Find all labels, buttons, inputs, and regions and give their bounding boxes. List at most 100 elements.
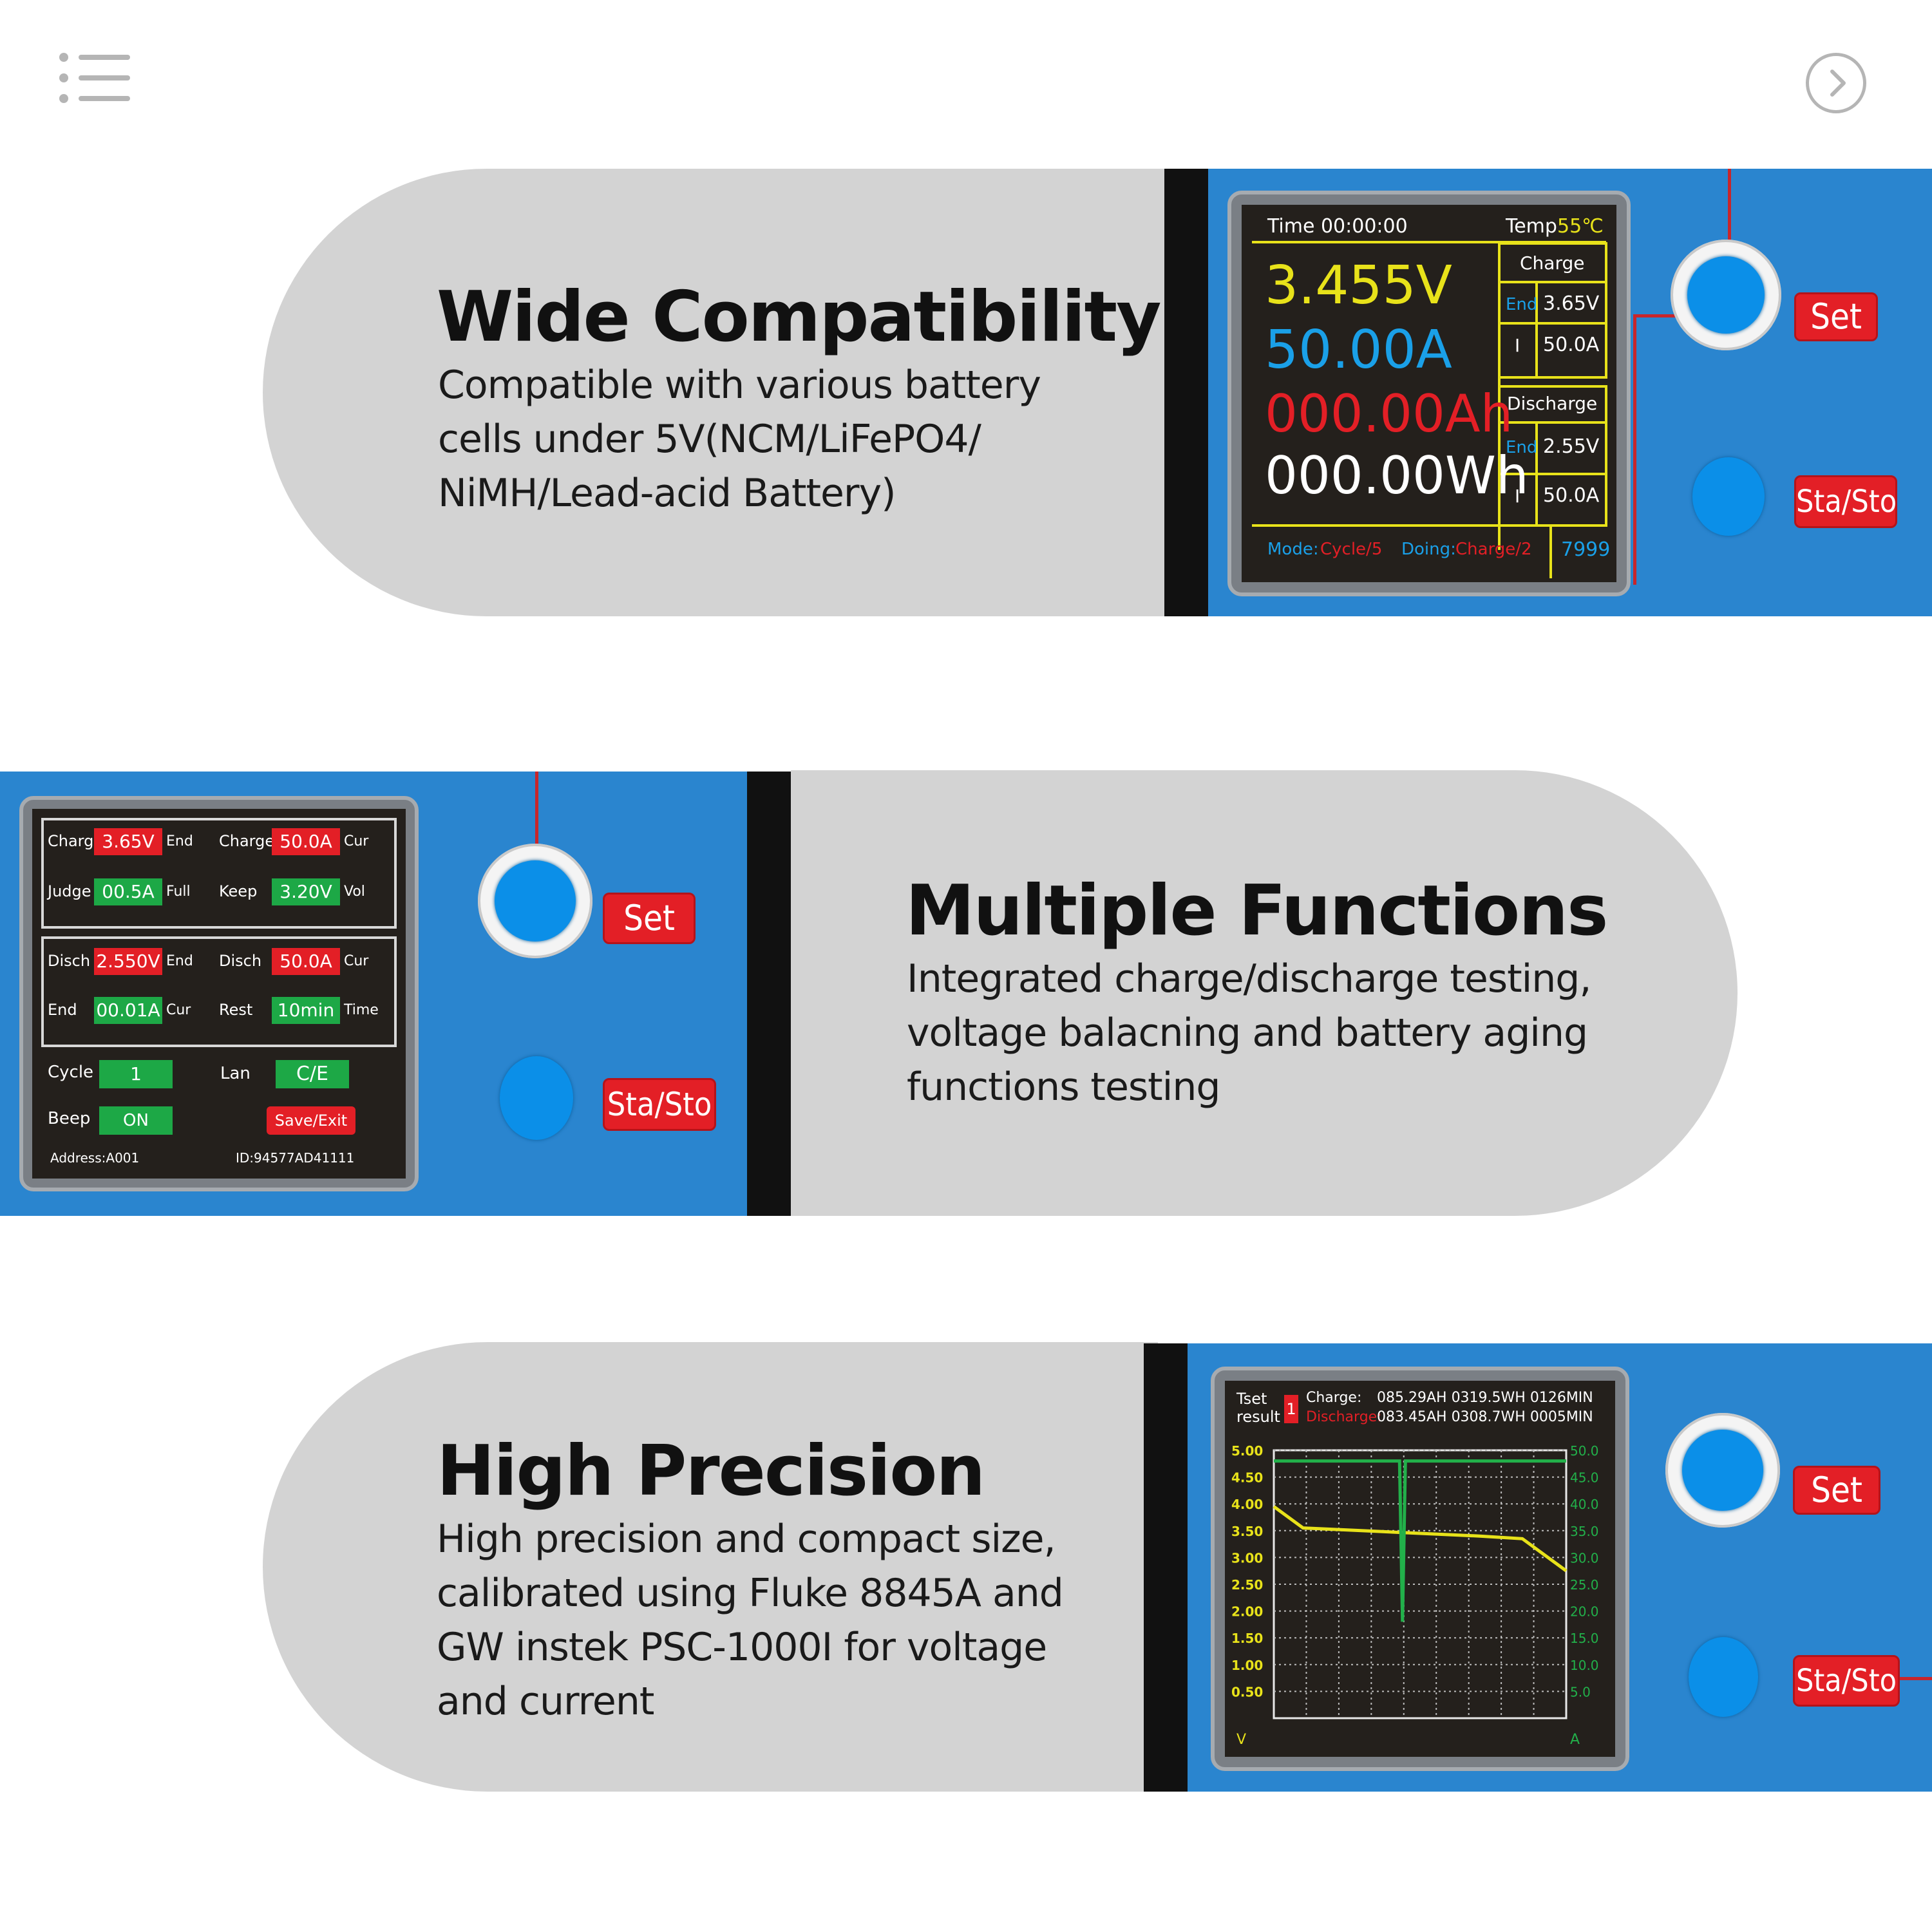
setting-unit: Cur [344, 953, 369, 969]
feature-card-2 [791, 770, 1738, 1216]
feature-description-line: Compatible with various battery [438, 363, 1041, 408]
temp-label: Temp [1506, 215, 1557, 238]
start-stop-button[interactable]: Sta/Sto [603, 1078, 716, 1131]
rotary-knob[interactable] [495, 860, 576, 942]
setting-value[interactable]: 50.0A [272, 828, 340, 855]
beep-label: Beep [48, 1109, 91, 1128]
setting-label: Disch [48, 952, 91, 970]
y-right-unit: A [1570, 1732, 1580, 1748]
y-left-tick-label: 2.00 [1231, 1604, 1263, 1620]
doing-value: Charge/2 [1455, 540, 1532, 559]
set-button[interactable]: Set [1794, 292, 1878, 341]
temp-value: 55℃ [1557, 215, 1604, 238]
y-right-tick-label: 5.0 [1570, 1684, 1591, 1700]
setting-value[interactable]: 10min [272, 997, 340, 1024]
time-readout: Time 00:00:00 [1267, 215, 1408, 238]
feature-title: Wide Compatibility [437, 277, 1162, 357]
y-left-tick-label: 4.50 [1231, 1470, 1263, 1486]
y-left-tick-label: 1.50 [1231, 1631, 1263, 1646]
y-right-tick-label: 20.0 [1570, 1604, 1599, 1620]
y-left-tick-label: 3.00 [1231, 1550, 1263, 1566]
charge-summary-values: 085.29AH 0319.5WH 0126MIN [1377, 1390, 1593, 1406]
y-right-tick-label: 40.0 [1570, 1497, 1599, 1512]
cycle-label: Cycle [48, 1063, 94, 1082]
discharge-summary-values: 083.45AH 0308.7WH 0005MIN [1377, 1409, 1593, 1425]
feature-description-line: functions testing [907, 1065, 1220, 1110]
discharge-i-value: 50.0A [1543, 484, 1600, 507]
device-id-text: ID:94577AD41111 [236, 1150, 355, 1166]
save-exit-button[interactable]: Save/Exit [267, 1106, 355, 1135]
charge-i-label: I [1515, 335, 1520, 356]
cycle-value[interactable]: 1 [99, 1060, 173, 1088]
start-stop-knob[interactable] [500, 1056, 573, 1140]
y-right-tick-label: 10.0 [1570, 1658, 1599, 1673]
setting-value[interactable]: 00.01A [94, 997, 162, 1024]
lcd-chart-screen: Tset result 1 Charge: 085.29AH 0319.5WH … [1225, 1381, 1615, 1757]
charge-summary-label: Charge: [1306, 1390, 1362, 1406]
setting-label: Judge [48, 882, 91, 900]
feature-card-3 [263, 1342, 1158, 1792]
set-button[interactable]: Set [603, 893, 696, 944]
y-right-tick-label: 15.0 [1570, 1631, 1599, 1646]
y-right-tick-label: 50.0 [1570, 1443, 1599, 1459]
setting-label: Charge [48, 832, 104, 850]
y-right-tick-label: 45.0 [1570, 1470, 1599, 1486]
y-left-tick-label: 4.00 [1231, 1497, 1263, 1512]
lan-value[interactable]: C/E [276, 1060, 349, 1088]
mode-label: Mode: [1267, 540, 1319, 559]
feature-description-line: voltage balacning and battery aging [907, 1010, 1588, 1056]
charge-end-label: End [1506, 295, 1538, 314]
energy-readout: 000.00Wh [1265, 446, 1529, 506]
setting-value[interactable]: 50.0A [272, 948, 340, 975]
setting-label: Rest [219, 1001, 253, 1019]
setting-unit: Full [166, 884, 191, 900]
feature-description-line: High precision and compact size, [437, 1517, 1056, 1562]
start-stop-button[interactable]: Sta/Sto [1793, 1655, 1900, 1707]
doing-label: Doing: [1401, 540, 1456, 559]
setting-unit: Vol [344, 884, 365, 900]
charge-i-value: 50.0A [1543, 334, 1600, 356]
setting-unit: End [166, 833, 193, 849]
device-edge [1144, 1343, 1188, 1792]
setting-label: End [48, 1001, 77, 1019]
voltage-readout: 3.455V [1265, 255, 1452, 316]
y-right-tick-label: 25.0 [1570, 1577, 1599, 1593]
discharge-summary-label: Discharge: [1306, 1409, 1382, 1425]
discharge-header: Discharge [1507, 393, 1598, 414]
setting-label: Charge [219, 832, 275, 850]
setting-unit: Cur [344, 833, 369, 849]
setting-value[interactable]: 3.65V [94, 828, 162, 855]
start-stop-button[interactable]: Sta/Sto [1794, 475, 1897, 528]
y-left-tick-label: 2.50 [1231, 1577, 1263, 1593]
feature-title: Multiple Functions [905, 871, 1608, 951]
start-stop-knob[interactable] [1692, 457, 1765, 536]
chevron-right-circle-icon[interactable] [1806, 53, 1866, 113]
lan-label: Lan [220, 1064, 251, 1083]
setting-label: Disch [219, 952, 262, 970]
feature-description-line: and current [437, 1679, 654, 1724]
rotary-knob[interactable] [1682, 1430, 1763, 1511]
feature-description-line: GW instek PSC-1000I for voltage [437, 1625, 1047, 1670]
set-button[interactable]: Set [1793, 1466, 1880, 1515]
y-left-tick-label: 3.50 [1231, 1524, 1263, 1539]
feature-description-line: calibrated using Fluke 8845A and [437, 1571, 1064, 1616]
rotary-knob[interactable] [1687, 256, 1765, 334]
menu-list-icon[interactable] [59, 50, 131, 106]
discharge-i-label: I [1515, 486, 1520, 507]
voltage-current-chart: 5.004.504.003.503.002.502.001.501.000.50… [1231, 1443, 1599, 1748]
setting-value[interactable]: 2.550V [94, 948, 162, 975]
discharge-end-label: End [1506, 438, 1538, 457]
y-left-tick-label: 5.00 [1231, 1443, 1263, 1459]
start-stop-knob[interactable] [1689, 1637, 1758, 1717]
chart-series-line [1273, 1505, 1567, 1573]
chart-series-line [1274, 1459, 1566, 1622]
setting-value[interactable]: 3.20V [272, 878, 340, 905]
beep-value[interactable]: ON [99, 1106, 173, 1135]
y-right-tick-label: 30.0 [1570, 1550, 1599, 1566]
channel-badge: 1 [1284, 1395, 1298, 1423]
current-readout: 50.00A [1265, 319, 1452, 381]
setting-unit: Cur [166, 1002, 191, 1018]
setting-value[interactable]: 00.5A [94, 878, 162, 905]
